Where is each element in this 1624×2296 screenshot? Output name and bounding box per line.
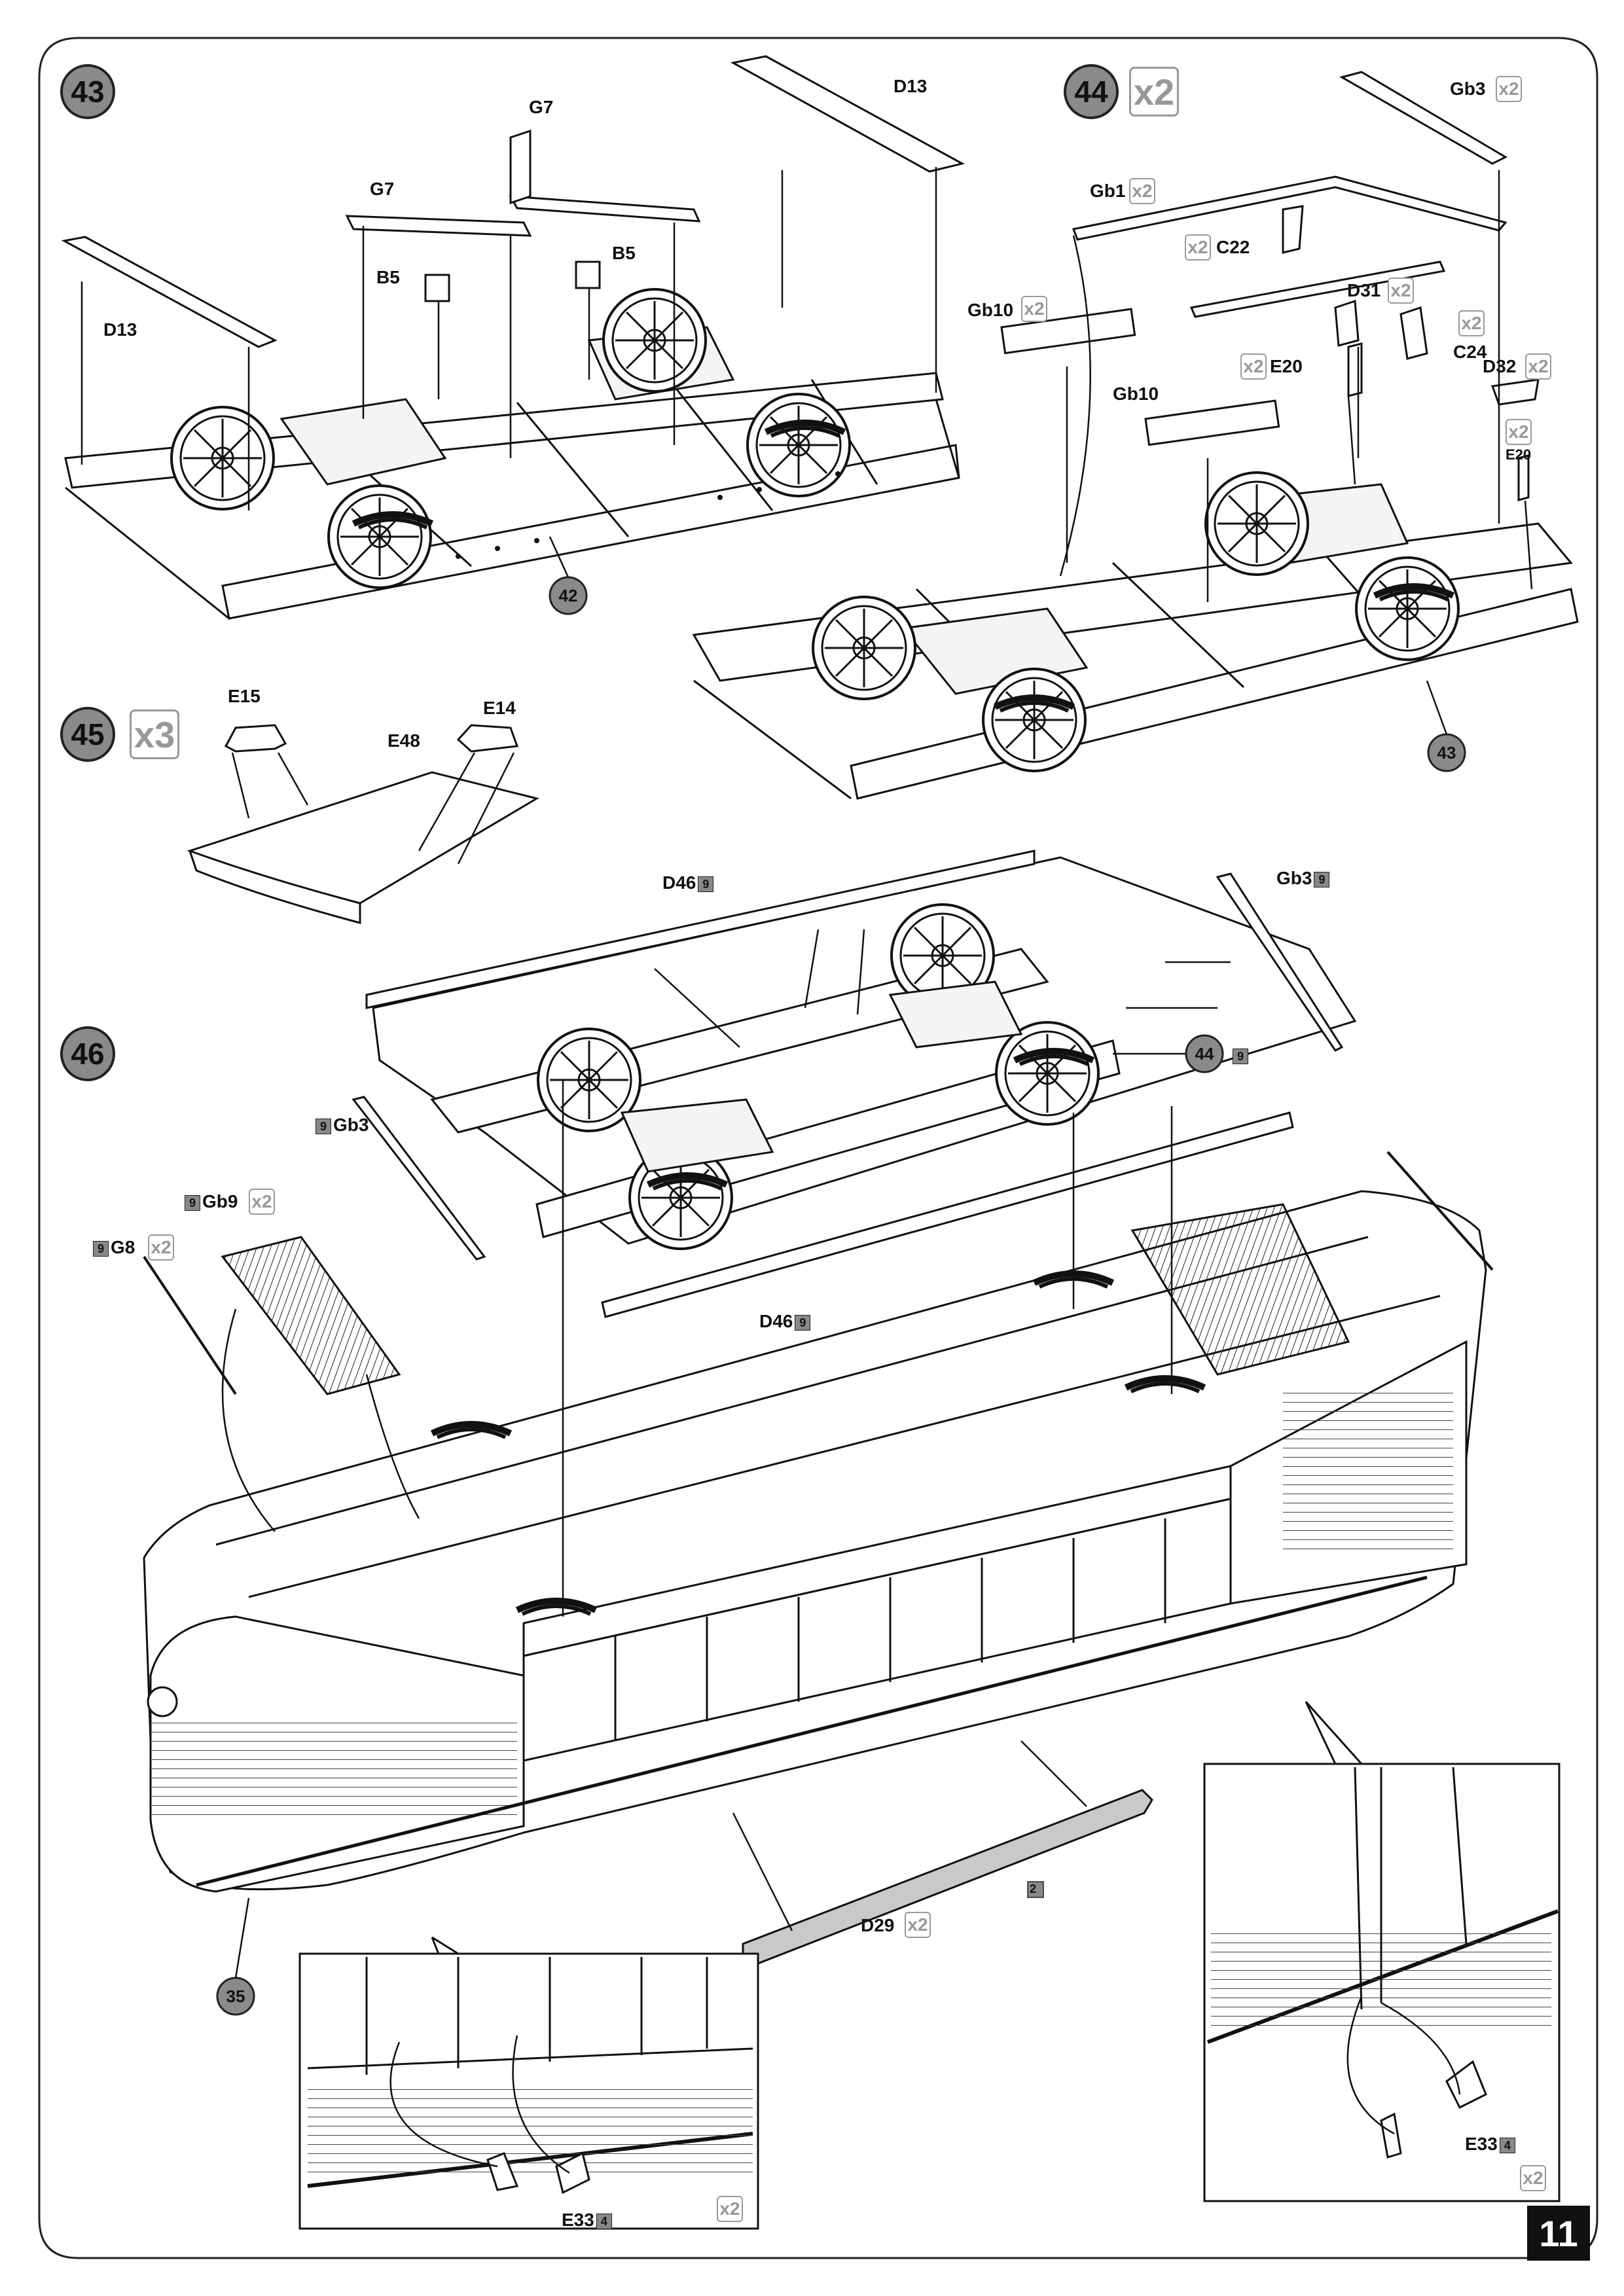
- label-b5-left: B5: [376, 267, 400, 287]
- detail-box-left-drawing: [298, 1952, 759, 2230]
- label-d32: D32: [1483, 356, 1517, 376]
- step-ref-35: 35: [226, 1986, 245, 2006]
- label-d29: D29: [861, 1915, 895, 1935]
- label-c24: C24: [1453, 342, 1487, 362]
- ref-44-sprue: 9: [1231, 1046, 1248, 1064]
- d31-multiplier: x2: [1388, 278, 1414, 304]
- step-ref-42: 42: [558, 585, 578, 605]
- page-number: 11: [1527, 2206, 1590, 2261]
- label-e14: E14: [483, 698, 516, 718]
- label-g7-left: G7: [370, 179, 395, 199]
- label-e15: E15: [228, 686, 261, 706]
- label-gb10-left: Gb10: [967, 300, 1014, 320]
- detail-box-right-drawing: [1203, 1763, 1561, 2202]
- d32-multiplier: x2: [1525, 353, 1551, 380]
- sprue-marker-d29: [1027, 1881, 1044, 1898]
- step-45-badge: 45: [60, 707, 115, 762]
- step-43-chassis-drawing: [61, 55, 965, 620]
- left-detail-multiplier: x2: [717, 2196, 743, 2222]
- tram-body-drawing: [143, 1080, 1494, 1893]
- step-ref-44-circle: [1185, 1034, 1224, 1073]
- step-44-multiplier: x2: [1129, 67, 1179, 117]
- step-44-badge: 44: [1064, 64, 1119, 119]
- step-46-badge: 46: [60, 1026, 115, 1081]
- right-detail-multiplier: x2: [1520, 2165, 1546, 2191]
- d29-sprue-label: 2: [1030, 1882, 1037, 1895]
- label-d31: D31: [1347, 280, 1381, 300]
- label-gb1: Gb1: [1090, 181, 1126, 201]
- label-b5-right: B5: [612, 243, 636, 263]
- label-d13-left: D13: [103, 319, 137, 340]
- e20-b-multiplier: x2: [1506, 419, 1532, 445]
- step-46-frame-drawing: [352, 850, 1357, 1318]
- step-45-multiplier: x3: [130, 709, 179, 759]
- gb3-44-multiplier: x2: [1496, 76, 1522, 102]
- step-44-bogie-drawing: [692, 71, 1579, 800]
- c22-multiplier: x2: [1185, 234, 1211, 260]
- label-gb10-right: Gb10: [1113, 384, 1159, 404]
- d29-multiplier: x2: [905, 1912, 931, 1938]
- label-gb3-44: Gb3: [1450, 79, 1486, 99]
- e20-multiplier: x2: [1240, 353, 1267, 380]
- gb10-multiplier: x2: [1021, 296, 1047, 322]
- g8-multiplier: x2: [148, 1234, 174, 1261]
- label-g7-top: G7: [529, 97, 554, 117]
- gb9-multiplier: x2: [249, 1189, 275, 1215]
- step-ref-44: 44: [1195, 1043, 1214, 1064]
- step-45-roof-drawing: [187, 724, 539, 924]
- label-e48: E48: [388, 730, 420, 751]
- step-ref-43: 43: [1437, 742, 1456, 762]
- gb1-multiplier: x2: [1129, 178, 1155, 204]
- label-e20-b: E20: [1506, 446, 1532, 463]
- label-d13-right: D13: [893, 76, 928, 96]
- label-e20: E20: [1270, 356, 1303, 376]
- step-43-badge: 43: [60, 64, 115, 119]
- label-c22: C22: [1216, 237, 1250, 257]
- c24-multiplier: x2: [1458, 310, 1485, 336]
- part-d29-drawing: [742, 1789, 1153, 1968]
